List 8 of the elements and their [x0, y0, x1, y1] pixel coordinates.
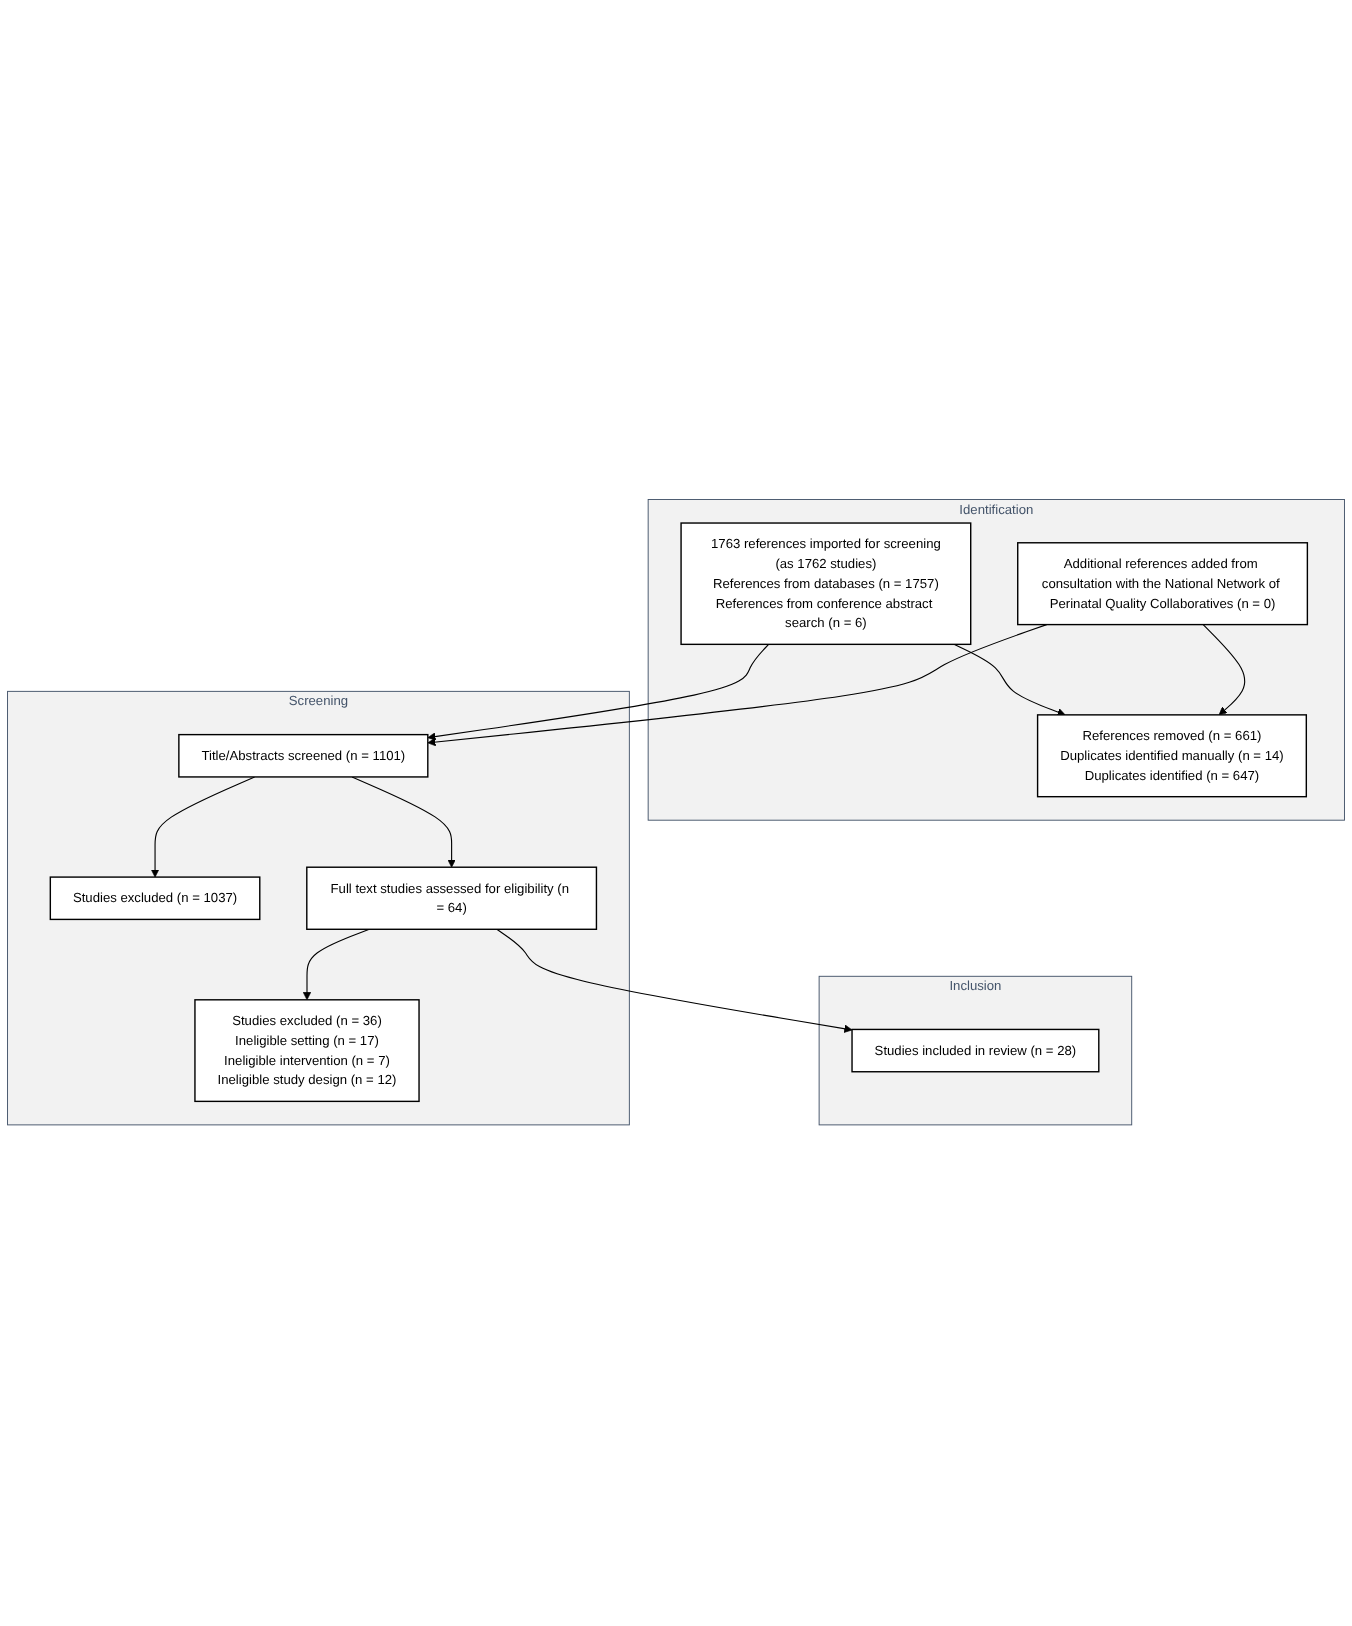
- arrow: [496, 929, 853, 1034]
- arrow: [351, 777, 456, 869]
- arrow: [150, 777, 256, 879]
- arrow: [427, 624, 1048, 747]
- arrow: [953, 644, 1066, 717]
- arrow: [427, 644, 770, 742]
- arrow: [1202, 624, 1246, 717]
- arrow: [302, 929, 370, 1001]
